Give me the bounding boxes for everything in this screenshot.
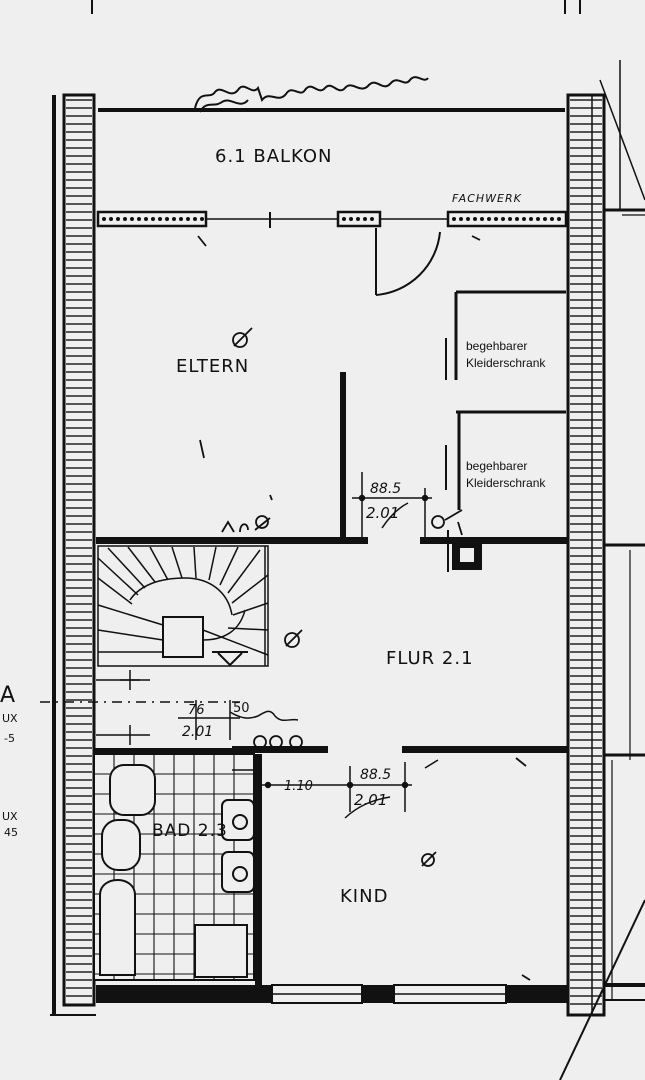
wall-dot: [349, 217, 353, 221]
sink-fixture-2: [221, 851, 255, 893]
wall-dot: [363, 217, 367, 221]
dim-stair-offset: 50: [233, 701, 250, 716]
walk-in-closets: [445, 290, 566, 510]
wall-dot: [102, 217, 106, 221]
corridor-south-wall: [94, 746, 568, 754]
edge-mark-lower: UX: [2, 810, 18, 823]
wall-dot: [356, 217, 360, 221]
light-symbol-kind: [421, 851, 437, 867]
dim-stair-door-width: 76: [188, 703, 205, 718]
wall-dot: [480, 217, 484, 221]
toilet-fixture: [109, 764, 156, 816]
wall-dot: [137, 217, 141, 221]
wall-dot: [459, 217, 463, 221]
wall-dot: [522, 217, 526, 221]
bathtub-fixture: [99, 879, 136, 976]
bathroom-east-wall: [232, 754, 262, 988]
staircase: [97, 545, 269, 667]
switch-eltern: [221, 515, 271, 533]
wall-dot: [370, 217, 374, 221]
dim-eltern-door-width: 88.5: [370, 481, 401, 497]
wall-dot: [466, 217, 470, 221]
neighbour-building: [559, 60, 645, 1080]
dim-kind-door-height: 2.01: [354, 791, 387, 809]
room-label-flur: FLUR 2.1: [386, 648, 474, 669]
closet-label-1-text: begehbarer Kleiderschrank: [466, 339, 546, 370]
shower-fixture: [194, 924, 248, 978]
closet-label-1: begehbarer Kleiderschrank: [466, 338, 566, 372]
edge-mark-upper-sub: -5: [4, 732, 15, 745]
edge-mark-upper: UX: [2, 712, 18, 725]
edge-section-letter: A: [0, 683, 15, 708]
wall-dot: [144, 217, 148, 221]
kind-door-dims: [262, 759, 439, 819]
edge-mark-lower-sub: 45: [4, 826, 18, 839]
room-label-eltern: ELTERN: [176, 356, 249, 377]
south-exterior-wall: [50, 984, 568, 1016]
room-label-kind: KIND: [340, 886, 388, 907]
wall-dot: [487, 217, 491, 221]
wall-dot: [158, 217, 162, 221]
sink-fixture-1: [221, 799, 255, 841]
wall-dot: [109, 217, 113, 221]
room-label-balkon: 6.1 BALKON: [215, 146, 333, 167]
light-symbol-flur: [284, 629, 303, 648]
wall-dot: [342, 217, 346, 221]
switch-bad: [253, 735, 303, 749]
annotation-fachwerk: FACHWERK: [452, 192, 522, 205]
light-symbol-eltern: [232, 327, 253, 348]
wall-dot: [130, 217, 134, 221]
wall-dot: [515, 217, 519, 221]
wall-dot: [179, 217, 183, 221]
bathroom-fixtures: [99, 764, 255, 978]
wall-dot: [172, 217, 176, 221]
left-exterior-wall: [52, 93, 96, 1015]
closet-label-2: begehbarer Kleiderschrank: [466, 458, 566, 492]
wall-dot: [557, 217, 561, 221]
balcony-wall: [96, 210, 568, 228]
wall-dot: [151, 217, 155, 221]
top-edge-marks: [91, 0, 581, 14]
eltern-door-dims: [352, 472, 432, 540]
wall-dot: [473, 217, 477, 221]
wall-dot: [165, 217, 169, 221]
switch-closet: [431, 509, 463, 536]
wall-dot: [543, 217, 547, 221]
balcony-door: [375, 228, 441, 296]
wall-dot: [536, 217, 540, 221]
wall-dot: [529, 217, 533, 221]
wall-dot: [508, 217, 512, 221]
wall-dot: [123, 217, 127, 221]
wall-dot: [452, 217, 456, 221]
wall-dot: [193, 217, 197, 221]
wall-dot: [186, 217, 190, 221]
dim-stair-door-height: 2.01: [182, 724, 213, 740]
dim-bad-wall: 1.10: [284, 779, 313, 794]
bidet-fixture: [101, 819, 141, 871]
wall-dot: [200, 217, 204, 221]
wall-dot: [116, 217, 120, 221]
balcony-parapet: [98, 76, 565, 113]
wall-dot: [550, 217, 554, 221]
closet-label-2-text: begehbarer Kleiderschrank: [466, 459, 546, 490]
ceiling-light-symbols: [197, 235, 531, 981]
room-label-bad: BAD 2.3: [152, 821, 228, 841]
dim-eltern-door-height: 2.01: [366, 504, 399, 522]
corridor-north-wall: [96, 530, 568, 572]
right-exterior-wall: [566, 93, 606, 1017]
eltern-partition-wall: [340, 372, 346, 542]
dim-kind-door-width: 88.5: [360, 767, 391, 783]
wall-dot: [501, 217, 505, 221]
stair-landing-dims: [40, 670, 299, 745]
wall-dot: [494, 217, 498, 221]
